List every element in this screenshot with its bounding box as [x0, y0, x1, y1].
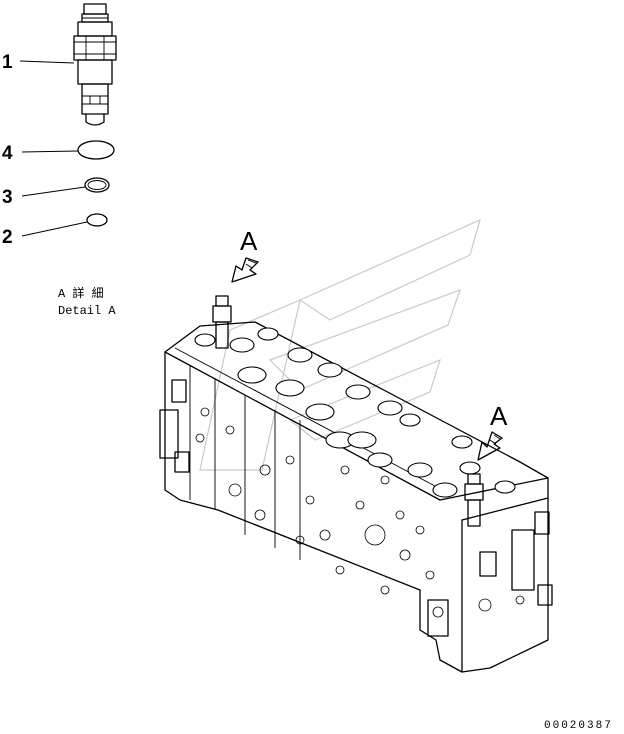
view-arrow-a-1-icon	[231, 257, 259, 283]
callout-number-2: 2	[2, 227, 13, 248]
control-valve-body	[159, 295, 553, 673]
part-3-o-ring	[84, 177, 110, 193]
part-4-o-ring	[77, 140, 115, 160]
leader-lines	[19, 60, 88, 237]
part-2-backup-ring	[86, 213, 108, 227]
callout-number-4: 4	[2, 143, 13, 164]
view-arrow-a-2-icon	[477, 431, 503, 461]
detail-caption-jp: A 詳 細	[58, 285, 104, 301]
view-arrow-label-a-1: A	[240, 226, 258, 256]
document-number: 00020387	[544, 720, 613, 732]
callout-number-3: 3	[2, 187, 13, 208]
view-arrow-label-a-2: A	[490, 401, 508, 431]
view-arrow-a-1-hatch-icon	[245, 259, 257, 269]
view-arrow-a-2-hatch-icon	[489, 434, 501, 445]
part-1-relief-valve	[73, 3, 117, 126]
callout-number-1: 1	[2, 52, 13, 73]
detail-caption-en: Detail A	[58, 304, 116, 318]
